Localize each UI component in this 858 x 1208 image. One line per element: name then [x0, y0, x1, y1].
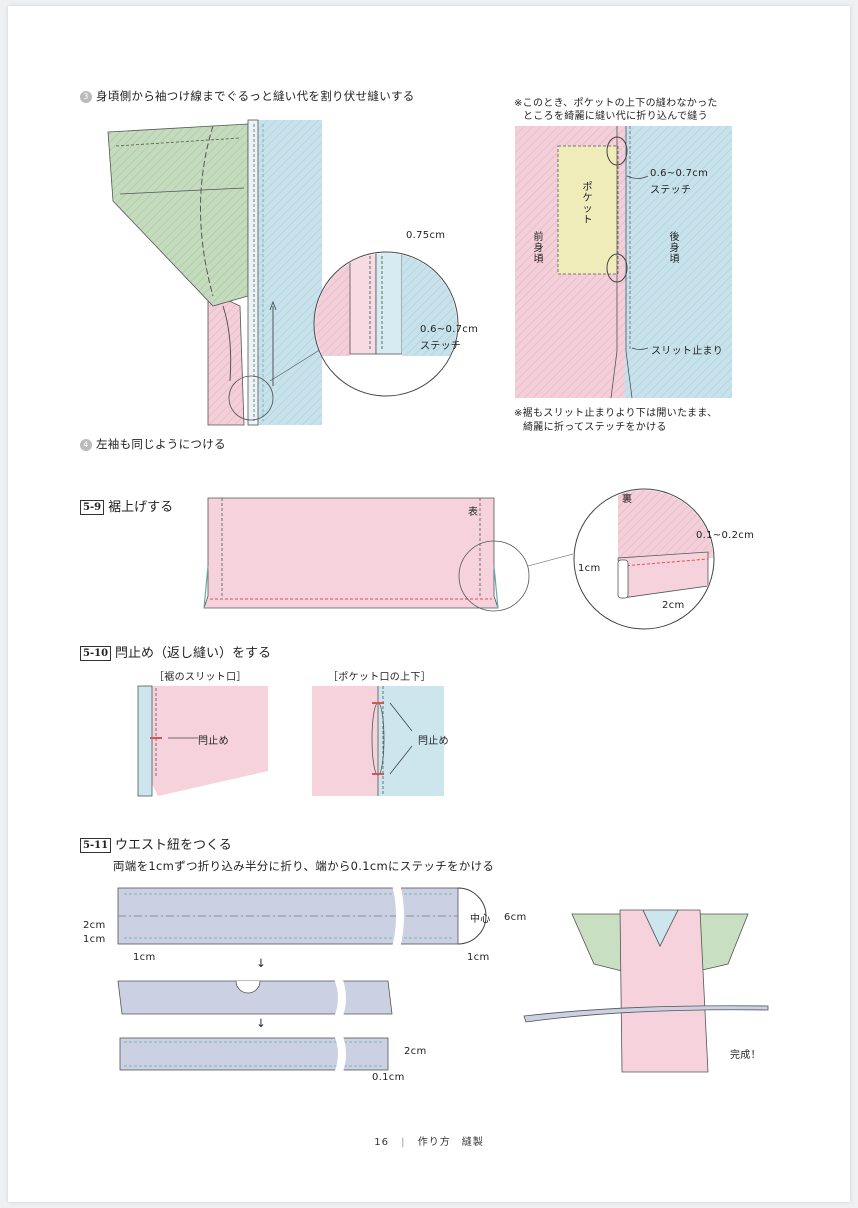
note-top-line1: ※このとき、ポケットの上下の縫わなかった: [514, 98, 718, 109]
tie-bottom-01cm: 0.1cm: [372, 1072, 405, 1083]
note-bottom-line1: ※裾もスリット止まりより下は開いたまま、: [514, 408, 718, 419]
stitch-size-label: 0.6~0.7cm: [420, 324, 479, 335]
arrow-down-icon: ↓: [256, 1016, 266, 1030]
completed-label: 完成！: [730, 1050, 761, 1061]
page-number: 16: [374, 1137, 389, 1148]
footer-separator: |: [401, 1137, 406, 1148]
finished-garment-figure: [523, 909, 769, 1073]
waist-tie-instructions: 両端を1cmずつ折り込み半分に折り、端から0.1cmにステッチをかける: [113, 859, 495, 873]
slit-end-label: スリット止まり: [651, 346, 724, 357]
page-footer: 16 | 作り方 縫製: [8, 1133, 850, 1148]
bartack-label-2: 閂止め: [418, 736, 449, 747]
stitch-label: ステッチ: [420, 341, 462, 352]
pocket-caption: ［ポケット口の上下］: [328, 672, 431, 683]
seam-size-label: 0.75cm: [406, 230, 446, 241]
tie-6cm-label: 6cm: [504, 912, 527, 923]
pocket-figure: [515, 126, 732, 399]
hem-stitch-size: 0.1~0.2cm: [696, 530, 755, 541]
tie-right-1cm: 1cm: [467, 952, 490, 963]
waist-tie-figure: [117, 883, 487, 1076]
sleeve-seam-figure: [107, 119, 459, 426]
pocket-stitch-label: ステッチ: [650, 185, 692, 196]
hem-1cm-label: 1cm: [578, 563, 601, 574]
slit-caption: ［裾のスリット口］: [154, 672, 247, 683]
front-side-label: 表: [468, 507, 479, 518]
footer-title: 作り方 縫製: [417, 1137, 484, 1148]
tie-2cm-label: 2cm: [83, 920, 106, 931]
tie-1cm-label: 1cm: [83, 934, 106, 945]
back-body-label: 後身頃: [669, 232, 680, 265]
bartack-figure: [137, 685, 444, 797]
bartack-label-1: 閂止め: [198, 736, 229, 747]
pocket-label: ポケット: [582, 182, 593, 226]
tie-center-label: 中心: [470, 914, 491, 925]
note-top-line2: ところを綺麗に縫い代に折り込んで縫う: [523, 111, 708, 122]
tie-bottom-2cm: 2cm: [404, 1046, 427, 1057]
front-body-label: 前身頃: [533, 232, 544, 265]
hem-figure: [203, 488, 715, 630]
pocket-stitch-size: 0.6~0.7cm: [650, 168, 709, 179]
back-side-label: 裏: [622, 494, 633, 505]
note-bottom-line2: 綺麗に折ってステッチをかける: [523, 422, 667, 433]
hem-2cm-label: 2cm: [662, 600, 685, 611]
illustrations: [107, 119, 769, 1076]
tie-left-1cm: 1cm: [133, 952, 156, 963]
arrow-down-icon: ↓: [256, 956, 266, 970]
